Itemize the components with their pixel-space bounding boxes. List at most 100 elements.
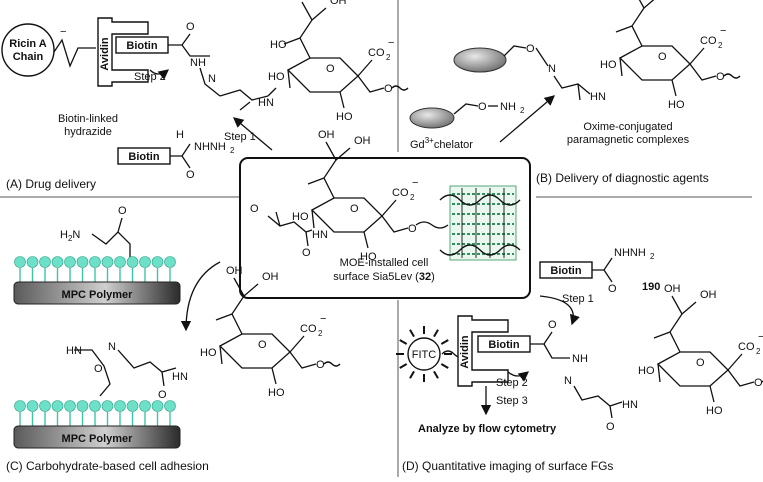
panel-c: H2N O MPC Polymer HN O N HN O HO OH OH H… [6,205,341,473]
svg-text:NHNH: NHNH [194,141,226,153]
bead [101,256,114,268]
bead [76,256,89,268]
sugar-b: HO OH OH HO O CO 2 − O [600,0,741,111]
fitc-ray [440,339,449,345]
product-label-2: paramagnetic complexes [567,134,690,146]
svg-text:H: H [176,129,184,141]
sugar-c: HO OH OH HO O CO 2 − O [200,265,341,399]
svg-text:2: 2 [718,41,723,50]
caption-b: (B) Delivery of diagnostic agents [536,171,709,185]
biotin-label: Biotin [126,40,157,52]
bead [51,256,64,268]
svg-text:2: 2 [230,146,235,155]
bead-row-bottom [14,400,176,426]
svg-text:O: O [250,203,259,215]
bead [139,400,151,412]
svg-text:N: N [564,375,572,387]
svg-text:HN: HN [172,371,188,383]
bead [89,256,101,268]
svg-text:HO: HO [270,39,287,51]
svg-text:2: 2 [520,106,525,115]
svg-text:N: N [108,341,116,353]
svg-text:OH: OH [262,271,279,283]
svg-text:HN: HN [312,229,328,241]
svg-text:N: N [208,73,216,85]
svg-text:HO: HO [360,251,377,263]
svg-text:−: − [720,25,726,37]
svg-text:OH: OH [330,0,347,7]
svg-text:HO: HO [336,111,353,123]
ricin-label-1: Ricin A [9,38,47,50]
bead [114,400,126,412]
svg-text:2: 2 [410,193,415,202]
polymer-bar-top [13,281,181,305]
chelator-ellipse-bottom [409,107,455,129]
bead [51,400,64,412]
chelator-label: Gd3+chelator [410,136,473,151]
fitc-ray [409,370,415,379]
svg-text:O: O [186,21,195,33]
svg-text:NH: NH [190,57,206,69]
svg-text:FITC: FITC [412,349,436,361]
svg-text:NH: NH [572,353,588,365]
svg-text:O: O [258,339,267,351]
bead [64,400,76,412]
center-label-1: MOE-installed cell [340,257,429,269]
svg-text:O: O [408,223,417,235]
avidin-label: Avidin [99,37,111,70]
svg-text:O: O [384,83,393,95]
svg-text:N: N [548,63,556,75]
svg-text:OH: OH [226,265,243,277]
svg-text:Biotin: Biotin [550,265,581,277]
svg-text:NHNH: NHNH [614,247,646,259]
svg-text:O: O [548,319,557,331]
fitc-ray [399,339,408,345]
bead [26,256,39,268]
panel-d: Biotin O NHNH 2 190 Step 1 FITC Avidin B… [396,247,763,473]
svg-text:O: O [608,283,617,295]
step1-label: Step 1 [224,131,256,143]
center-panel: HO OH OH HO O CO 2 − O O HN O MOE-instal… [239,129,531,299]
svg-text:O: O [326,63,335,75]
svg-text:−: − [60,26,66,38]
svg-text:O: O [754,377,763,389]
bead [14,256,26,268]
svg-text:HO: HO [706,405,723,417]
svg-text:CO: CO [738,341,755,353]
step3-label-d: Step 3 [496,395,528,407]
svg-text:OH: OH [700,289,717,301]
svg-text:O: O [94,363,103,375]
bead [126,256,139,268]
panel-b: O N HN HO OH OH HO O CO 2 − O O NH 2 Gd3… [409,0,741,185]
svg-text:HN: HN [590,91,606,103]
h2n-label: H2N [60,229,80,243]
svg-text:−: − [388,37,394,49]
fitc-ray [399,363,408,369]
svg-text:O: O [696,357,705,369]
reagent-label-2: hydrazide [64,126,112,138]
svg-text:Biotin: Biotin [488,339,519,351]
bead [39,400,51,412]
svg-text:−: − [412,177,418,189]
bead [139,256,151,268]
svg-text:O: O [302,247,311,259]
bead [164,256,176,268]
flow-cytometry-label: Analyze by flow cytometry [418,423,557,435]
bead [39,256,51,268]
svg-text:O: O [316,359,325,371]
bead-row-top [14,256,176,282]
svg-text:HO: HO [268,387,285,399]
svg-text:−: − [758,331,763,343]
fitc-ray [433,329,439,338]
svg-text:HO: HO [638,365,655,377]
svg-text:O: O [478,101,487,113]
compound-190: 190 [642,281,660,293]
step2-label: Step 2 [134,71,166,83]
svg-text:OH: OH [664,283,681,295]
fitc-ray [440,363,449,369]
svg-text:O: O [658,51,667,63]
svg-text:HO: HO [668,99,685,111]
caption-d: (D) Quantitative imaging of surface FGs [402,459,613,473]
